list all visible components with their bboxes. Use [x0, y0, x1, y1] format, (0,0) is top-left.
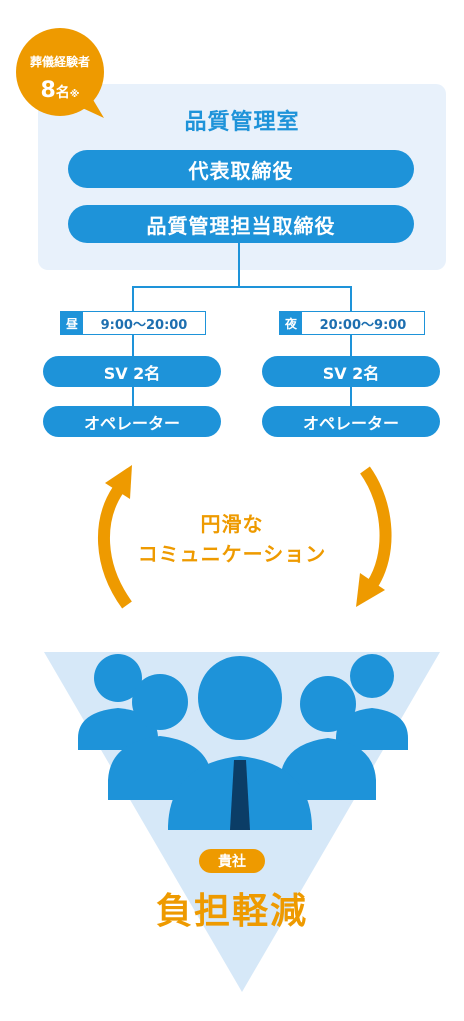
- arrow-down-head: [356, 573, 385, 607]
- badge-note-mark: ※: [69, 89, 80, 100]
- connector-right: [350, 286, 352, 312]
- experience-badge: [16, 28, 104, 118]
- result-text: 負担軽減: [155, 891, 308, 932]
- night-sv: SV 2名: [262, 356, 440, 387]
- person-front-center: [168, 656, 312, 830]
- day-shift-label: 昼 9:00〜20:00: [60, 311, 206, 335]
- role-ceo: 代表取締役: [68, 150, 414, 188]
- client-tag: 貴社: [199, 849, 265, 873]
- connector-right-2: [350, 334, 352, 358]
- connector-left: [132, 286, 134, 312]
- role-qc-director: 品質管理担当取締役: [68, 205, 414, 243]
- day-sv: SV 2名: [43, 356, 221, 387]
- person-back-right: [336, 654, 408, 750]
- day-time: 9:00〜20:00: [100, 317, 188, 333]
- connector-left-3: [132, 386, 134, 408]
- night-time: 20:00〜9:00: [319, 317, 407, 333]
- person-mid-right: [280, 676, 376, 800]
- night-tag: 夜: [280, 312, 302, 334]
- day-operator: オペレーター: [43, 406, 221, 437]
- connector-left-2: [132, 334, 134, 358]
- connector-right-3: [350, 386, 352, 408]
- connector-horizontal: [132, 286, 352, 288]
- badge-title: 葬儀経験者: [29, 55, 90, 69]
- badge-number: 8: [40, 78, 56, 103]
- arrow-down-curve: [360, 466, 392, 589]
- panel-title: 品質管理室: [184, 110, 300, 135]
- communication-line1: 円滑な: [200, 512, 264, 536]
- communication-arrows: [98, 465, 392, 609]
- badge-count: 8名※: [8, 78, 112, 103]
- badge-unit: 名: [55, 85, 70, 101]
- connector-vertical: [238, 243, 240, 287]
- day-tag: 昼: [61, 312, 83, 334]
- arrow-up-head: [105, 465, 132, 499]
- night-operator: オペレーター: [262, 406, 440, 437]
- client-triangle: [44, 652, 440, 992]
- night-shift-label: 夜 20:00〜9:00: [279, 311, 425, 335]
- arrow-up-curve: [98, 486, 132, 609]
- communication-line2: コミュニケーション: [137, 542, 327, 566]
